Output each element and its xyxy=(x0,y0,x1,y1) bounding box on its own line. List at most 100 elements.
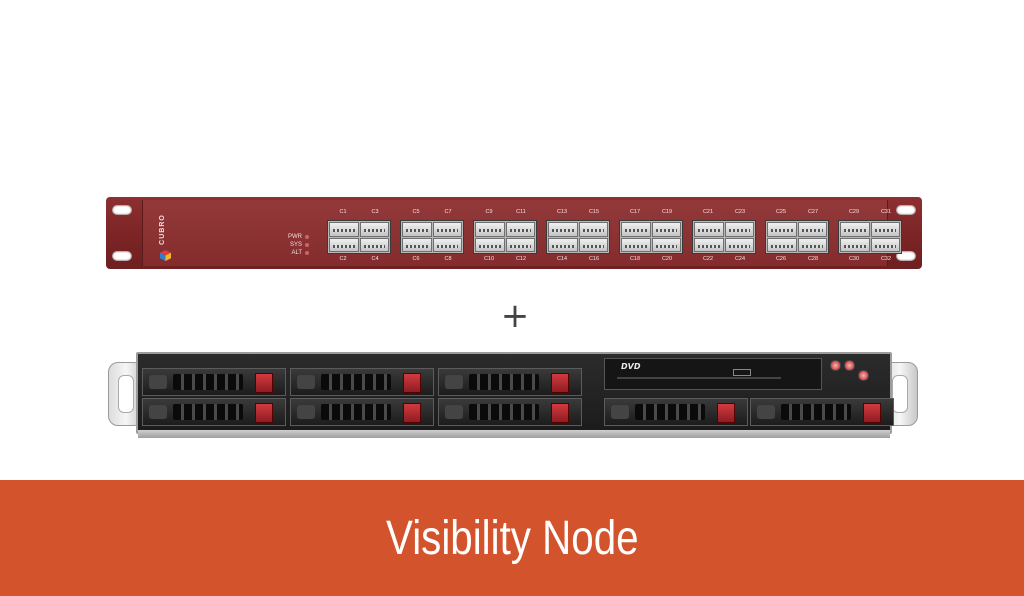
port-label: C14 xyxy=(556,256,568,262)
port-slot-icon xyxy=(475,237,505,252)
port-slot-icon xyxy=(694,222,724,237)
port-label: C25 xyxy=(775,209,787,215)
led-sys: SYS xyxy=(269,241,309,249)
drive-bay xyxy=(142,398,286,426)
port-label: C24 xyxy=(734,256,746,262)
rack-ear-hole xyxy=(896,205,916,215)
reset-button-icon xyxy=(844,360,855,371)
port-label: C27 xyxy=(807,209,819,215)
eject-button-icon xyxy=(733,369,751,376)
drive-grip-icon xyxy=(757,405,775,419)
drive-latch-icon xyxy=(717,403,735,423)
port-label: C23 xyxy=(734,209,746,215)
drive-grip-icon xyxy=(445,375,463,389)
port-label: C16 xyxy=(588,256,600,262)
port-label: C22 xyxy=(702,256,714,262)
drive-bay xyxy=(290,398,434,426)
port-slot-icon xyxy=(359,237,389,252)
qsfp-cage xyxy=(473,220,537,254)
port-label: C30 xyxy=(848,256,860,262)
port-slot-icon xyxy=(402,237,432,252)
drive-bay xyxy=(750,398,894,426)
port-slot-icon xyxy=(432,222,462,237)
port-slot-icon xyxy=(724,237,754,252)
banner-title: Visibility Node xyxy=(385,511,639,565)
port-label: C19 xyxy=(661,209,673,215)
drive-bay xyxy=(604,398,748,426)
port-slot-icon xyxy=(797,222,827,237)
port-label: C10 xyxy=(483,256,495,262)
drive-latch-icon xyxy=(255,373,273,393)
rack-ear-hole xyxy=(112,251,132,261)
disc-slot xyxy=(617,377,781,379)
drive-vent-icon xyxy=(469,404,539,420)
drive-vent-icon xyxy=(635,404,705,420)
port-slot-icon xyxy=(870,237,900,252)
port-label: C1 xyxy=(339,209,347,215)
led-indicator-icon xyxy=(305,251,309,255)
port-slot-icon xyxy=(578,222,608,237)
drive-vent-icon xyxy=(173,404,243,420)
rack-ear-hole xyxy=(112,205,132,215)
drive-bay xyxy=(438,368,582,396)
drive-vent-icon xyxy=(321,404,391,420)
port-slot-icon xyxy=(767,222,797,237)
port-label: C17 xyxy=(629,209,641,215)
chassis-rail xyxy=(138,430,890,438)
drive-bay xyxy=(438,398,582,426)
control-panel xyxy=(828,358,876,388)
port-slot-icon xyxy=(621,222,651,237)
port-slot-icon xyxy=(505,237,535,252)
led-indicator-icon xyxy=(305,235,309,239)
port-label: C21 xyxy=(702,209,714,215)
status-light-icon xyxy=(858,370,869,381)
power-button-icon xyxy=(830,360,841,371)
drive-grip-icon xyxy=(149,375,167,389)
port-label: C2 xyxy=(339,256,347,262)
port-slot-icon xyxy=(578,237,608,252)
led-alt: ALT xyxy=(269,249,309,257)
port-label: C7 xyxy=(444,209,452,215)
drive-latch-icon xyxy=(863,403,881,423)
port-slot-icon xyxy=(651,237,681,252)
port-label: C32 xyxy=(880,256,892,262)
port-slot-icon xyxy=(402,222,432,237)
port-label: C11 xyxy=(516,209,526,215)
drive-latch-icon xyxy=(403,403,421,423)
port-label: C3 xyxy=(371,209,379,215)
qsfp-cage xyxy=(838,220,902,254)
port-label: C28 xyxy=(807,256,819,262)
qsfp-cage xyxy=(546,220,610,254)
server-image: DVD xyxy=(108,352,918,440)
qsfp-cage xyxy=(400,220,464,254)
brand-wordmark: CUBRO xyxy=(158,214,166,245)
port-label: C20 xyxy=(661,256,673,262)
port-label: C18 xyxy=(629,256,641,262)
port-label: C9 xyxy=(485,209,493,215)
port-slot-icon xyxy=(797,237,827,252)
port-slot-icon xyxy=(767,237,797,252)
qsfp-cage xyxy=(619,220,683,254)
port-label: C13 xyxy=(556,209,568,215)
drive-grip-icon xyxy=(445,405,463,419)
drive-latch-icon xyxy=(551,403,569,423)
port-label: C29 xyxy=(848,209,860,215)
port-slot-icon xyxy=(870,222,900,237)
port-slot-icon xyxy=(548,237,578,252)
qsfp-cage xyxy=(327,220,391,254)
port-slot-icon xyxy=(329,237,359,252)
drive-latch-icon xyxy=(255,403,273,423)
port-slot-icon xyxy=(475,222,505,237)
port-slot-icon xyxy=(359,222,389,237)
port-slot-icon xyxy=(432,237,462,252)
drive-grip-icon xyxy=(297,405,315,419)
drive-vent-icon xyxy=(173,374,243,390)
